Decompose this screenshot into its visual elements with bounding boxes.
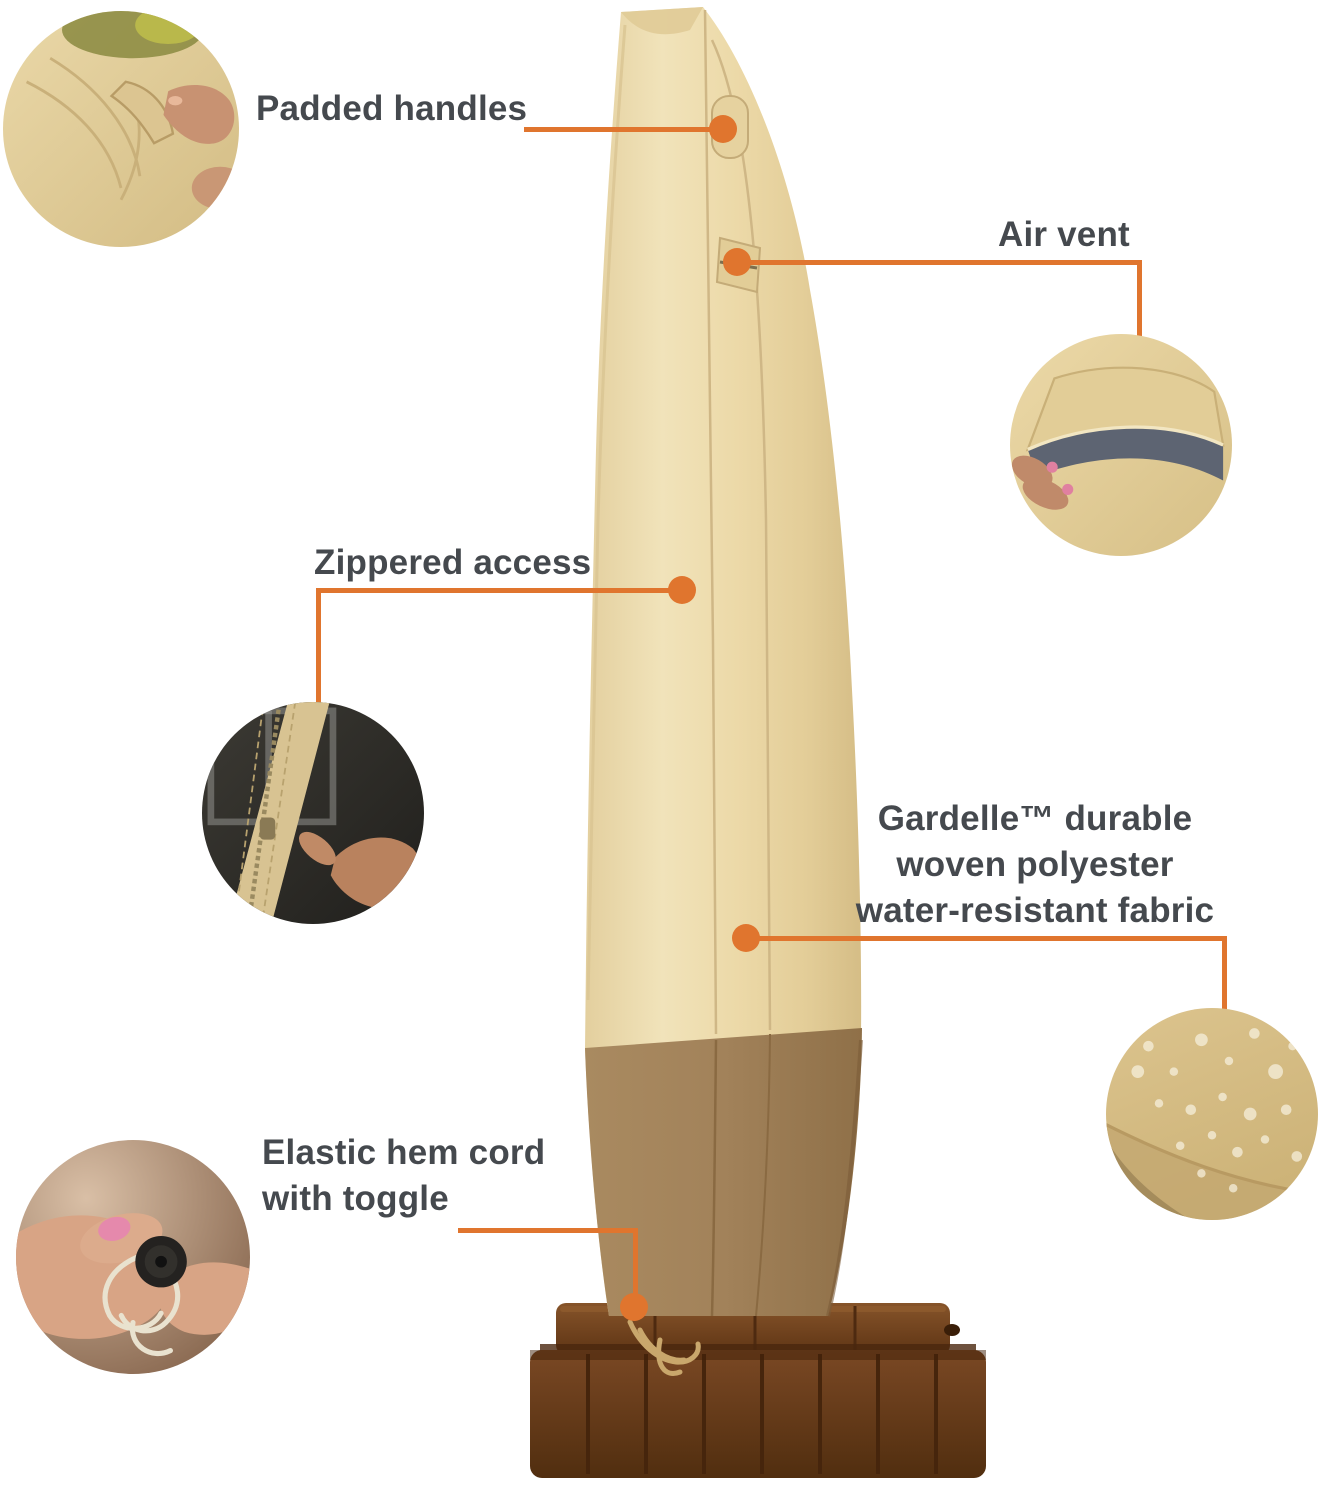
padded-handles-line [524,127,723,132]
fabric-label-line3: water-resistant fabric [855,891,1215,930]
padded-handles-photo [3,11,239,247]
air-vent-line-v [1137,260,1142,338]
elastic-hem-line-v [633,1228,638,1296]
elastic-hem-label-line1: Elastic hem cord [262,1133,546,1172]
umbrella-cover [585,7,863,1317]
umbrella-base [530,1303,986,1478]
hem-cord [627,1319,701,1376]
elastic-hem-line-h [458,1228,638,1233]
padded-handles-label: Padded handles [256,89,528,128]
zippered-access-line-v [316,588,321,704]
elastic-hem-dot [620,1293,648,1321]
padded-handles-photo-art [3,11,239,247]
elastic-hem-label-line2: with toggle [262,1179,449,1218]
zippered-access-photo-art [202,702,424,924]
air-vent-label: Air vent [998,215,1130,254]
fabric-dot [732,924,760,952]
air-vent-line-h [737,260,1140,265]
fabric-label-line2: woven polyester [896,845,1174,884]
elastic-hem-photo-art [16,1140,250,1374]
fabric-line-v [1222,936,1227,1010]
elastic-hem-photo [16,1140,250,1374]
padded-handles-dot [709,115,737,143]
fabric-photo-art [1106,1008,1318,1220]
zippered-access-photo [202,702,424,924]
zippered-access-label: Zippered access [314,543,592,582]
air-vent-photo [1010,334,1232,556]
zippered-access-dot [668,576,696,604]
fabric-label-line1: Gardelle™ durable [877,799,1193,838]
air-vent-dot [723,248,751,276]
fabric-photo [1106,1008,1318,1220]
fabric-label: Gardelle™ durable woven polyester water-… [835,796,1235,934]
elastic-hem-label: Elastic hem cord with toggle [262,1130,545,1222]
zippered-access-line-h [318,588,682,593]
air-vent-photo-art [1010,334,1232,556]
fabric-line-h [746,936,1227,941]
